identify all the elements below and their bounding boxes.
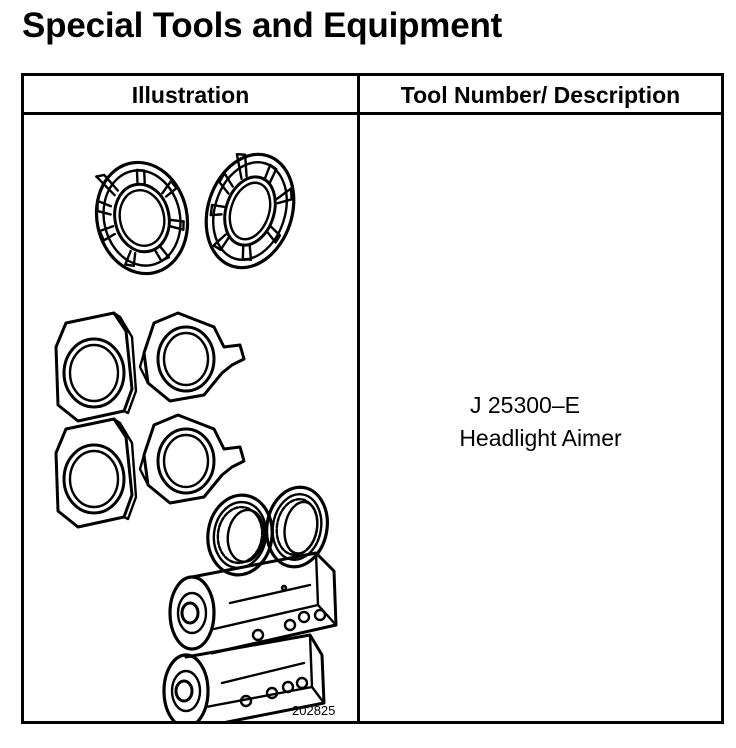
column-divider (357, 76, 360, 721)
clamp-adapter-icon (138, 413, 246, 505)
tool-name: Headlight Aimer (459, 425, 622, 451)
headlight-aimer-kit-icon (54, 152, 338, 721)
tool-number: J 25300–E (470, 392, 580, 418)
description-cell: J 25300–E Headlight Aimer (360, 115, 721, 721)
illustration-column-header: Illustration (131, 82, 250, 108)
small-adapter-ring-icon (265, 485, 329, 569)
aimer-adapter-ring-icon (204, 152, 296, 270)
table-header-row: Illustration Tool Number/ Description (24, 76, 721, 115)
special-tools-table: Illustration Tool Number/ Description (21, 73, 724, 724)
clamp-adapter-icon (138, 311, 246, 403)
figure-number: 202825 (292, 703, 336, 718)
description-column-header: Tool Number/ Description (400, 82, 681, 108)
aimer-unit-icon (168, 551, 338, 655)
aimer-unit-icon (162, 633, 326, 721)
page-title: Special Tools and Equipment (22, 6, 503, 45)
hex-lens-adapter-icon (54, 311, 138, 423)
aimer-adapter-ring-icon (94, 160, 190, 276)
hex-lens-adapter-icon (54, 417, 138, 529)
illustration-cell: 202825 (24, 115, 357, 721)
